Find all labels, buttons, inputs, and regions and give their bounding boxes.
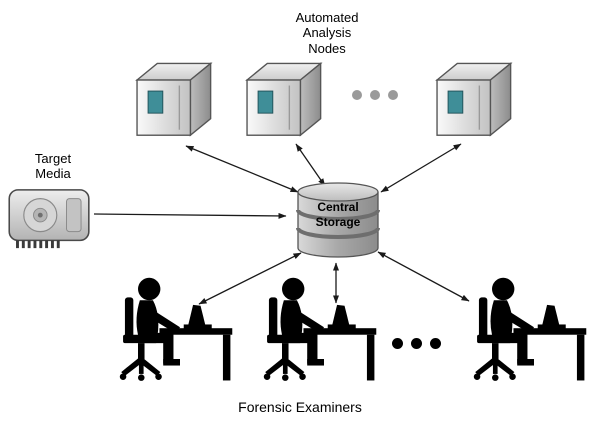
arrow-media-storage [93, 212, 287, 219]
target-media-label: Target Media [34, 151, 72, 182]
forensic-examiners-label: Forensic Examiners [238, 399, 362, 415]
central-storage-node: Central Storage [288, 180, 388, 260]
ellipsis-icon-bottom [392, 338, 441, 349]
examiner-icon-3 [473, 277, 587, 381]
ellipsis-icon-top [352, 90, 398, 100]
hard-drive-icon [8, 189, 90, 249]
arrow-server3-storage [380, 143, 462, 193]
analysis-node-server-icon-3 [436, 62, 512, 136]
dot [392, 338, 403, 349]
arrow-server1-storage [185, 145, 299, 193]
database-cylinder-icon [296, 182, 380, 258]
dot [352, 90, 362, 100]
analysis-nodes-label: Automated Analysis Nodes [295, 10, 359, 56]
dot [411, 338, 422, 349]
examiner-icon-1 [119, 277, 233, 381]
central-storage-label: Central Storage [315, 200, 361, 229]
dot [430, 338, 441, 349]
analysis-node-server-icon-2 [246, 62, 322, 136]
examiner-icon-2 [263, 277, 377, 381]
dot [370, 90, 380, 100]
dot [388, 90, 398, 100]
analysis-node-server-icon-1 [136, 62, 212, 136]
